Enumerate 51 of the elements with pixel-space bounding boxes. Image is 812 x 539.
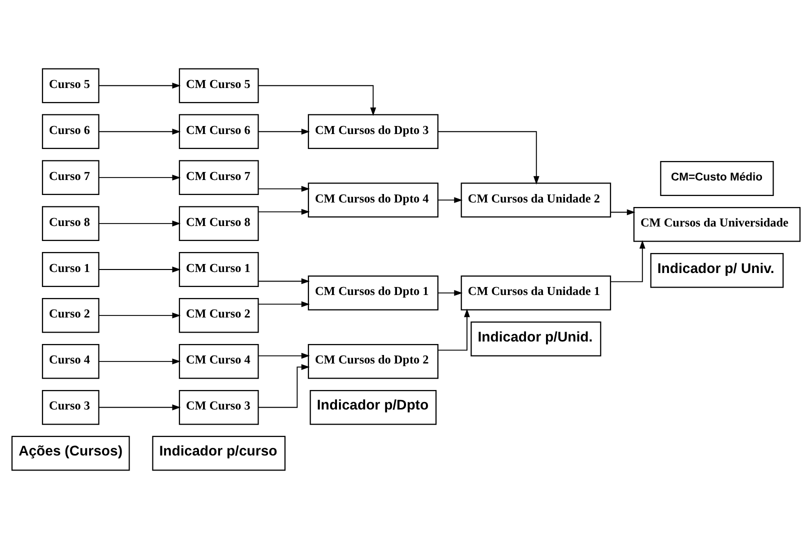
- arrow: [258, 278, 310, 284]
- node-box: CM Curso 7: [178, 160, 259, 196]
- node-box: CM Cursos do Dpto 4: [308, 182, 438, 218]
- node-box: Curso 5: [42, 68, 100, 104]
- arrow: [258, 85, 376, 116]
- node-box: CM=Custo Médio: [660, 161, 774, 196]
- node-box: Curso 2: [42, 298, 100, 333]
- arrow: [258, 364, 310, 408]
- node-box: Ações (Cursos): [11, 436, 130, 471]
- arrow: [98, 404, 181, 410]
- node-box: CM Cursos da Universidade: [633, 207, 801, 242]
- node-box: Indicador p/curso: [152, 436, 286, 471]
- node-box: Curso 8: [42, 206, 100, 241]
- node-box: Indicador p/Dpto: [310, 390, 437, 425]
- node-box: CM Curso 4: [178, 344, 259, 379]
- node-box: CM Curso 5: [178, 68, 259, 104]
- node-box: CM Curso 1: [178, 252, 259, 287]
- node-box: Curso 3: [42, 390, 100, 425]
- node-box: CM Cursos da Unidade 1: [460, 276, 612, 310]
- node-box: CM Cursos da Unidade 2: [460, 182, 612, 218]
- node-box: Indicador p/ Univ.: [650, 253, 784, 288]
- node-box: CM Cursos do Dpto 1: [308, 276, 438, 310]
- node-box: Indicador p/Unid.: [470, 321, 602, 356]
- arrow: [98, 312, 181, 318]
- node-box: CM Cursos do Dpto 3: [308, 114, 438, 150]
- arrow: [437, 131, 540, 185]
- node-box: CM Curso 8: [178, 206, 259, 241]
- arrow: [258, 301, 310, 308]
- arrow: [98, 358, 181, 364]
- node-box: CM Curso 2: [178, 298, 259, 333]
- arrow: [98, 220, 181, 226]
- arrow: [98, 128, 181, 135]
- node-box: Curso 1: [42, 252, 100, 287]
- node-box: Curso 4: [42, 344, 100, 379]
- arrow: [437, 290, 463, 296]
- arrow: [98, 266, 181, 272]
- arrow: [258, 352, 310, 359]
- arrow: [438, 308, 470, 351]
- arrow: [98, 174, 181, 181]
- arrow: [437, 197, 463, 204]
- node-box: CM Curso 6: [178, 114, 259, 150]
- arrow: [610, 209, 636, 216]
- arrow: [258, 186, 310, 192]
- arrow: [98, 82, 181, 89]
- arrow: [258, 208, 310, 215]
- node-box: CM Curso 3: [178, 390, 259, 425]
- node-box: Curso 7: [42, 160, 100, 196]
- node-box: CM Cursos do Dpto 2: [308, 344, 438, 379]
- node-box: Curso 6: [42, 114, 100, 150]
- arrow: [258, 128, 310, 135]
- arrow: [610, 240, 646, 282]
